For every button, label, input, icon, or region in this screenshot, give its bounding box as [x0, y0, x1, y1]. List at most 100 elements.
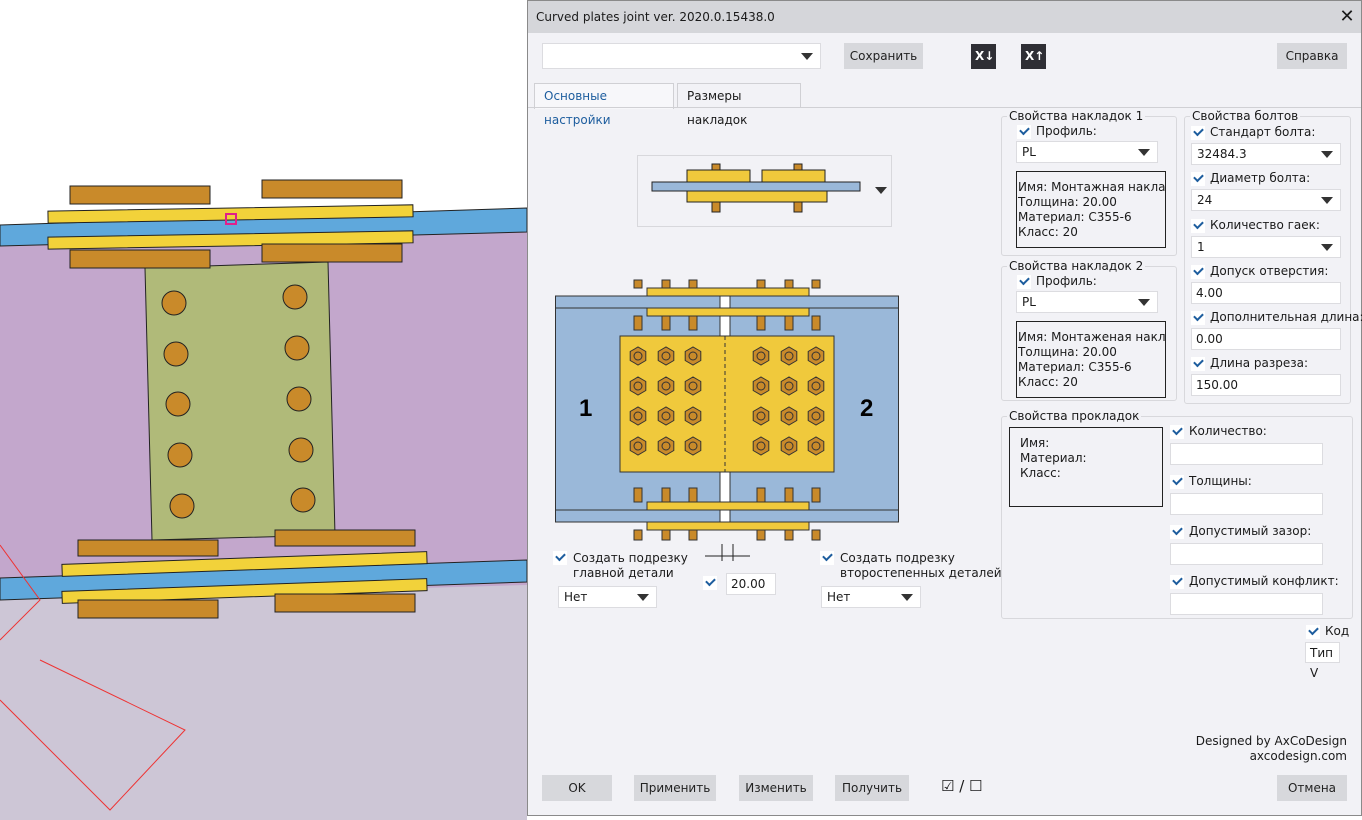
bolt-hole: [756, 351, 766, 361]
cut-main-checkbox[interactable]: [553, 551, 567, 565]
model-viewport[interactable]: [0, 0, 527, 820]
bolt-diameter-label: Диаметр болта:: [1210, 171, 1311, 185]
bolt-shank: [688, 315, 698, 331]
plates1-profile-checkbox[interactable]: [1017, 125, 1031, 139]
plates2-group: Свойства накладок 2 Профиль: PL Имя: Мон…: [1001, 259, 1177, 401]
bolt-hole: [633, 441, 643, 451]
bolt-diameter-select[interactable]: 24: [1191, 189, 1341, 211]
bolt-shank: [688, 529, 698, 541]
bolt-shank: [784, 487, 794, 503]
bolt-hole: [811, 381, 821, 391]
hole-tolerance-label: Допуск отверстия:: [1210, 264, 1329, 278]
chevron-down-icon: [1138, 299, 1150, 306]
shim-count-input[interactable]: [1170, 443, 1323, 465]
allowed-gap-input[interactable]: [1170, 543, 1323, 565]
plates2-profile-label: Профиль:: [1036, 274, 1097, 288]
save-button[interactable]: Сохранить: [844, 43, 923, 69]
plates2-profile-checkbox[interactable]: [1017, 275, 1031, 289]
slot-length-input[interactable]: 150.00: [1191, 374, 1341, 396]
bolt-shank: [756, 315, 766, 331]
code-label: Код: [1325, 624, 1350, 638]
plates2-profile-select[interactable]: PL: [1016, 291, 1158, 313]
bolt-shank: [811, 315, 821, 331]
bolt-shank: [756, 487, 766, 503]
bolt-hole: [811, 411, 821, 421]
bolt-hole: [811, 351, 821, 361]
cut-secondary-checkbox[interactable]: [820, 551, 834, 565]
tab-plate-sizes[interactable]: Размеры накладок: [677, 83, 801, 127]
bolt-hole: [688, 411, 698, 421]
plates1-profile-select[interactable]: PL: [1016, 141, 1158, 163]
help-button[interactable]: Справка: [1277, 43, 1347, 69]
shims-title: Свойства прокладок: [1007, 409, 1142, 423]
bolt-shank: [633, 279, 643, 289]
bolt-shank: [811, 279, 821, 289]
cut-main-select[interactable]: Нет: [558, 586, 657, 608]
modify-button[interactable]: Изменить: [739, 775, 813, 801]
bolt-hole: [688, 441, 698, 451]
plates1-title: Свойства накладок 1: [1007, 109, 1146, 123]
bolt-hole: [661, 411, 671, 421]
bolt-hole: [784, 441, 794, 451]
bolt-hole: [688, 381, 698, 391]
bolt-hole: [756, 411, 766, 421]
toggle-all-checkboxes[interactable]: ☑ / ☐: [941, 777, 983, 795]
cancel-button[interactable]: Отмена: [1277, 775, 1347, 801]
extra-length-input[interactable]: 0.00: [1191, 328, 1341, 350]
shim-thickness-input[interactable]: [1170, 493, 1323, 515]
bolt-hole: [784, 381, 794, 391]
get-button[interactable]: Получить: [835, 775, 909, 801]
tab-main-settings[interactable]: Основные настройки: [534, 83, 674, 127]
bolt-hole: [661, 381, 671, 391]
plates2-info: Имя: Монтаженая накладкаТолщина: 20.00Ма…: [1016, 321, 1166, 398]
bolts-title: Свойства болтов: [1190, 109, 1301, 123]
code-checkbox[interactable]: [1306, 625, 1320, 639]
excel-export-icon[interactable]: X↓: [971, 44, 996, 69]
ok-button[interactable]: OK: [542, 775, 612, 801]
bolt-standard-select[interactable]: 32484.3: [1191, 143, 1341, 165]
bolt-shank: [661, 487, 671, 503]
allowed-conflict-label: Допустимый конфликт:: [1189, 574, 1339, 588]
gap-input[interactable]: 20.00: [726, 573, 776, 595]
plates1-group: Свойства накладок 1 Профиль: PL Имя: Мон…: [1001, 109, 1177, 256]
title-bar: Curved plates joint ver. 2020.0.15438.0 …: [528, 1, 1361, 33]
code-input[interactable]: Тип V: [1305, 642, 1340, 680]
nuts-count-select[interactable]: 1: [1191, 236, 1341, 258]
plates1-info: Имя: Монтажная накладкаТолщина: 20.00Мат…: [1016, 171, 1166, 248]
hole-tolerance-input[interactable]: 4.00: [1191, 282, 1341, 304]
extra-length-label: Дополнительная длина:: [1210, 310, 1362, 324]
chevron-down-icon: [1138, 149, 1150, 156]
excel-import-icon[interactable]: X↑: [1021, 44, 1046, 69]
part-label-1: 1: [579, 395, 592, 422]
curved-plates-joint-dialog: Curved plates joint ver. 2020.0.15438.0 …: [527, 0, 1362, 816]
bolt-shank: [756, 279, 766, 289]
close-icon[interactable]: ✕: [1339, 6, 1355, 27]
bolt-shank: [811, 529, 821, 541]
bolt-hole: [633, 351, 643, 361]
part-label-2: 2: [860, 395, 873, 422]
apply-button[interactable]: Применить: [634, 775, 716, 801]
slot-length-label: Длина разреза:: [1210, 356, 1308, 370]
preset-select[interactable]: [542, 43, 821, 69]
bolts-group: Свойства болтов Стандарт болта: 32484.3 …: [1184, 109, 1362, 404]
bolt-shank: [633, 529, 643, 541]
bolt-hole: [784, 411, 794, 421]
allowed-gap-label: Допустимый зазор:: [1189, 524, 1312, 538]
gap-checkbox[interactable]: [703, 576, 717, 590]
bolt-hole: [811, 441, 821, 451]
joint-type-selector[interactable]: [637, 155, 892, 227]
cut-secondary-select[interactable]: Нет: [821, 586, 921, 608]
shims-group: Свойства прокладок Имя:Материал:Класс: К…: [1001, 409, 1353, 619]
shim-thickness-label: Толщины:: [1189, 474, 1252, 488]
allowed-conflict-input[interactable]: [1170, 593, 1323, 615]
bolt-hole: [688, 351, 698, 361]
bolt-hole: [661, 351, 671, 361]
bolt-shank: [811, 487, 821, 503]
bolt-standard-label: Стандарт болта:: [1210, 125, 1316, 139]
bolt-hole: [633, 381, 643, 391]
bolt-shank: [688, 279, 698, 289]
bolt-shank: [633, 315, 643, 331]
